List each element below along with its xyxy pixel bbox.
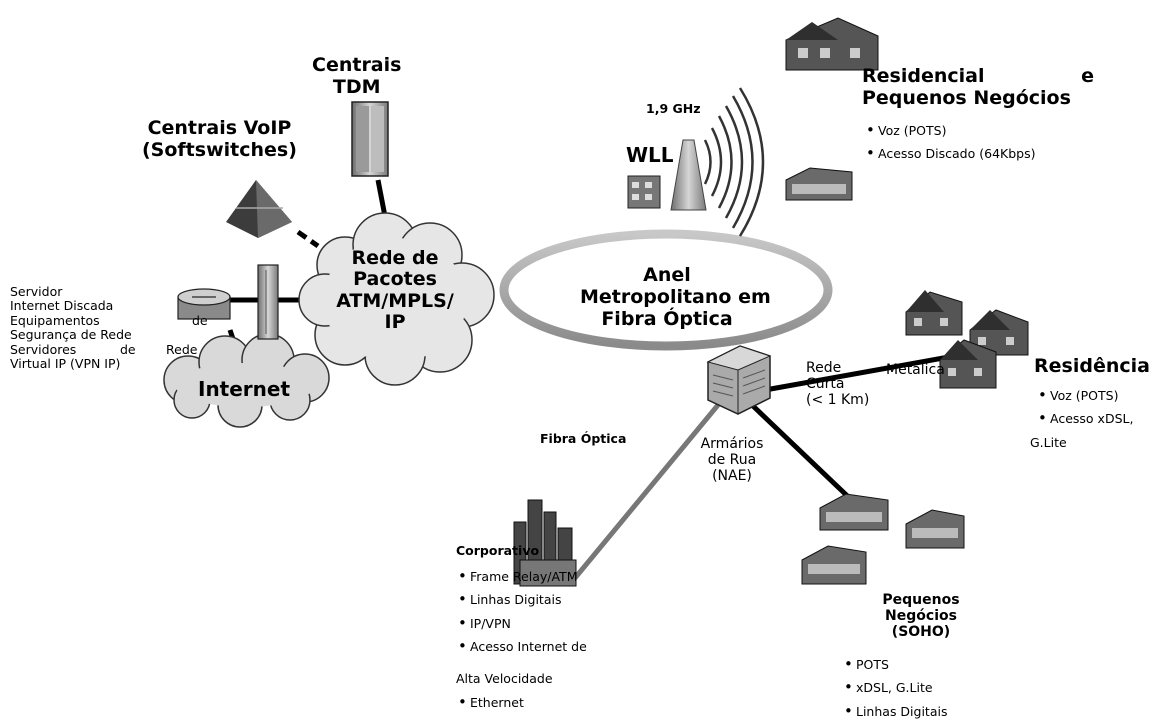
business-building-icon-1 [785, 167, 853, 201]
list-item: POTS [842, 656, 947, 674]
list-item: Frame Relay/ATM [456, 568, 587, 586]
metro-fiber-ring [499, 229, 833, 351]
line-voip-to-cloud [296, 229, 320, 249]
label-corporativo-alta-velocidade: Alta Velocidade [456, 671, 553, 686]
line-cabinet-to-soho [750, 403, 862, 510]
residencial-items: Voz (POTS) Acesso Discado (64Kbps) [864, 122, 1035, 171]
house-icon-res-1 [905, 290, 963, 336]
label-fibra-optica: Fibra Óptica [540, 431, 627, 446]
wireless-signal-icon [703, 87, 765, 237]
server-box-icon [257, 264, 279, 340]
list-item: xDSL, G.Lite [842, 679, 947, 697]
softswitch-pyramid-icon [226, 180, 292, 238]
house-icon-res-3 [939, 339, 997, 389]
label-residencia-glite: G.Lite [1030, 435, 1067, 450]
list-item: IP/VPN [456, 615, 587, 633]
label-frequency: 1,9 GHz [646, 101, 701, 116]
label-metalica: Metálica [886, 362, 945, 378]
label-corporativo-title: Corporativo [456, 543, 540, 558]
list-item: Acesso Internet de [456, 638, 587, 656]
list-item: Voz (POTS) [864, 122, 1035, 140]
corporativo-items: Frame Relay/ATM Linhas Digitais IP/VPN A… [456, 568, 587, 656]
soho-items: POTS xDSL, G.Lite Linhas Digitais [842, 656, 947, 721]
list-item: Acesso Discado (64Kbps) [864, 145, 1035, 163]
router-icon [177, 288, 231, 320]
business-building-icon-2 [819, 493, 889, 531]
label-residencia-title: Residência [1034, 355, 1150, 377]
line-cabinet-to-corporate [573, 403, 720, 580]
list-item: Voz (POTS) [1036, 387, 1133, 405]
house-icon-top [785, 17, 879, 71]
wll-antenna-icon [670, 139, 707, 211]
list-item: Linhas Digitais [456, 591, 587, 609]
list-item: Linhas Digitais [842, 703, 947, 721]
label-internet: Internet [198, 377, 291, 401]
business-building-icon-3 [905, 509, 965, 549]
corporativo-items-ethernet: Ethernet [456, 694, 524, 719]
business-building-icon-4 [801, 545, 867, 585]
residencia-items: Voz (POTS) Acesso xDSL, [1036, 387, 1133, 428]
list-item: Acesso xDSL, [1036, 410, 1133, 428]
label-wll: WLL [626, 143, 674, 167]
street-cabinet-icon [706, 345, 772, 415]
tdm-switch-icon [351, 101, 389, 177]
label-centrais-voip: Centrais VoIP(Softswitches) [142, 117, 297, 161]
line-cabinet-to-residences [764, 352, 961, 393]
wll-building-icon [627, 175, 661, 209]
list-item: Ethernet [456, 694, 524, 712]
